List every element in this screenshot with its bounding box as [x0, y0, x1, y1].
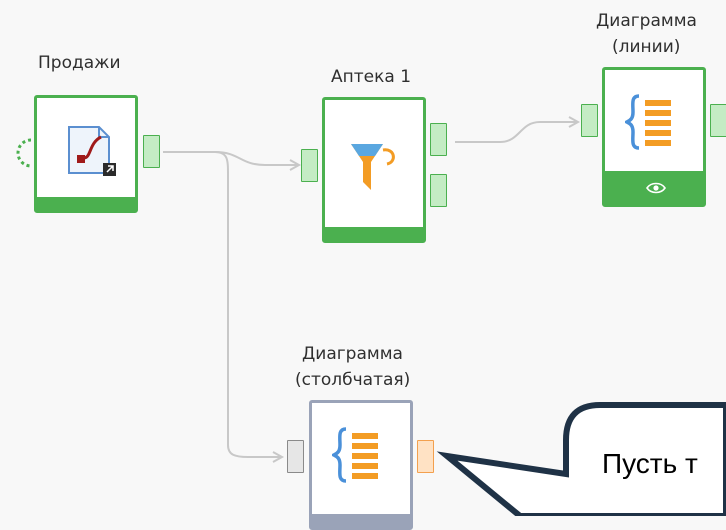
output-port-mismatch[interactable]: [430, 174, 447, 207]
import-file-icon: [68, 126, 116, 176]
connection-pharmacy-to-chart-line[interactable]: [455, 121, 577, 143]
node-chart-bar[interactable]: [309, 400, 413, 530]
chart-braces-icon: [332, 427, 378, 483]
node-status-bar: [325, 227, 423, 240]
connection-arrow-pharmacy: [289, 159, 302, 171]
node-label-sales: Продажи: [38, 53, 121, 73]
connection-arrow-chart-bar: [272, 451, 285, 463]
node-label-pharmacy: Аптека 1: [331, 67, 412, 87]
callout-bubble: [436, 402, 726, 516]
node-chart-line[interactable]: [602, 67, 706, 207]
node-label-chart-bar-1: Диаграмма: [302, 344, 403, 364]
input-port[interactable]: [581, 104, 598, 137]
connection-sales-to-chart-bar[interactable]: [214, 151, 280, 458]
output-port[interactable]: [710, 104, 726, 137]
connection-sales-to-pharmacy[interactable]: [163, 151, 298, 166]
input-port[interactable]: [287, 440, 304, 473]
callout-text: Пусть т: [602, 448, 698, 479]
chart-braces-icon: [625, 94, 671, 150]
connection-arrow-chart-line: [568, 116, 581, 128]
input-port[interactable]: [301, 149, 318, 182]
node-label-chart-bar-2: (столбчатая): [295, 370, 411, 390]
eye-icon[interactable]: [646, 182, 666, 194]
output-port[interactable]: [417, 440, 434, 473]
node-label-chart-line-1: Диаграмма: [596, 11, 697, 31]
output-port[interactable]: [143, 135, 160, 168]
filter-funnel-icon: [351, 144, 395, 190]
node-status-bar: [37, 197, 135, 210]
node-sales[interactable]: [34, 95, 138, 213]
workflow-connections: [163, 116, 726, 516]
output-port-match[interactable]: [430, 123, 447, 156]
node-pharmacy[interactable]: [322, 97, 426, 243]
node-label-chart-line-2: (линии): [612, 37, 681, 57]
input-port-optional-icon[interactable]: [13, 138, 33, 168]
